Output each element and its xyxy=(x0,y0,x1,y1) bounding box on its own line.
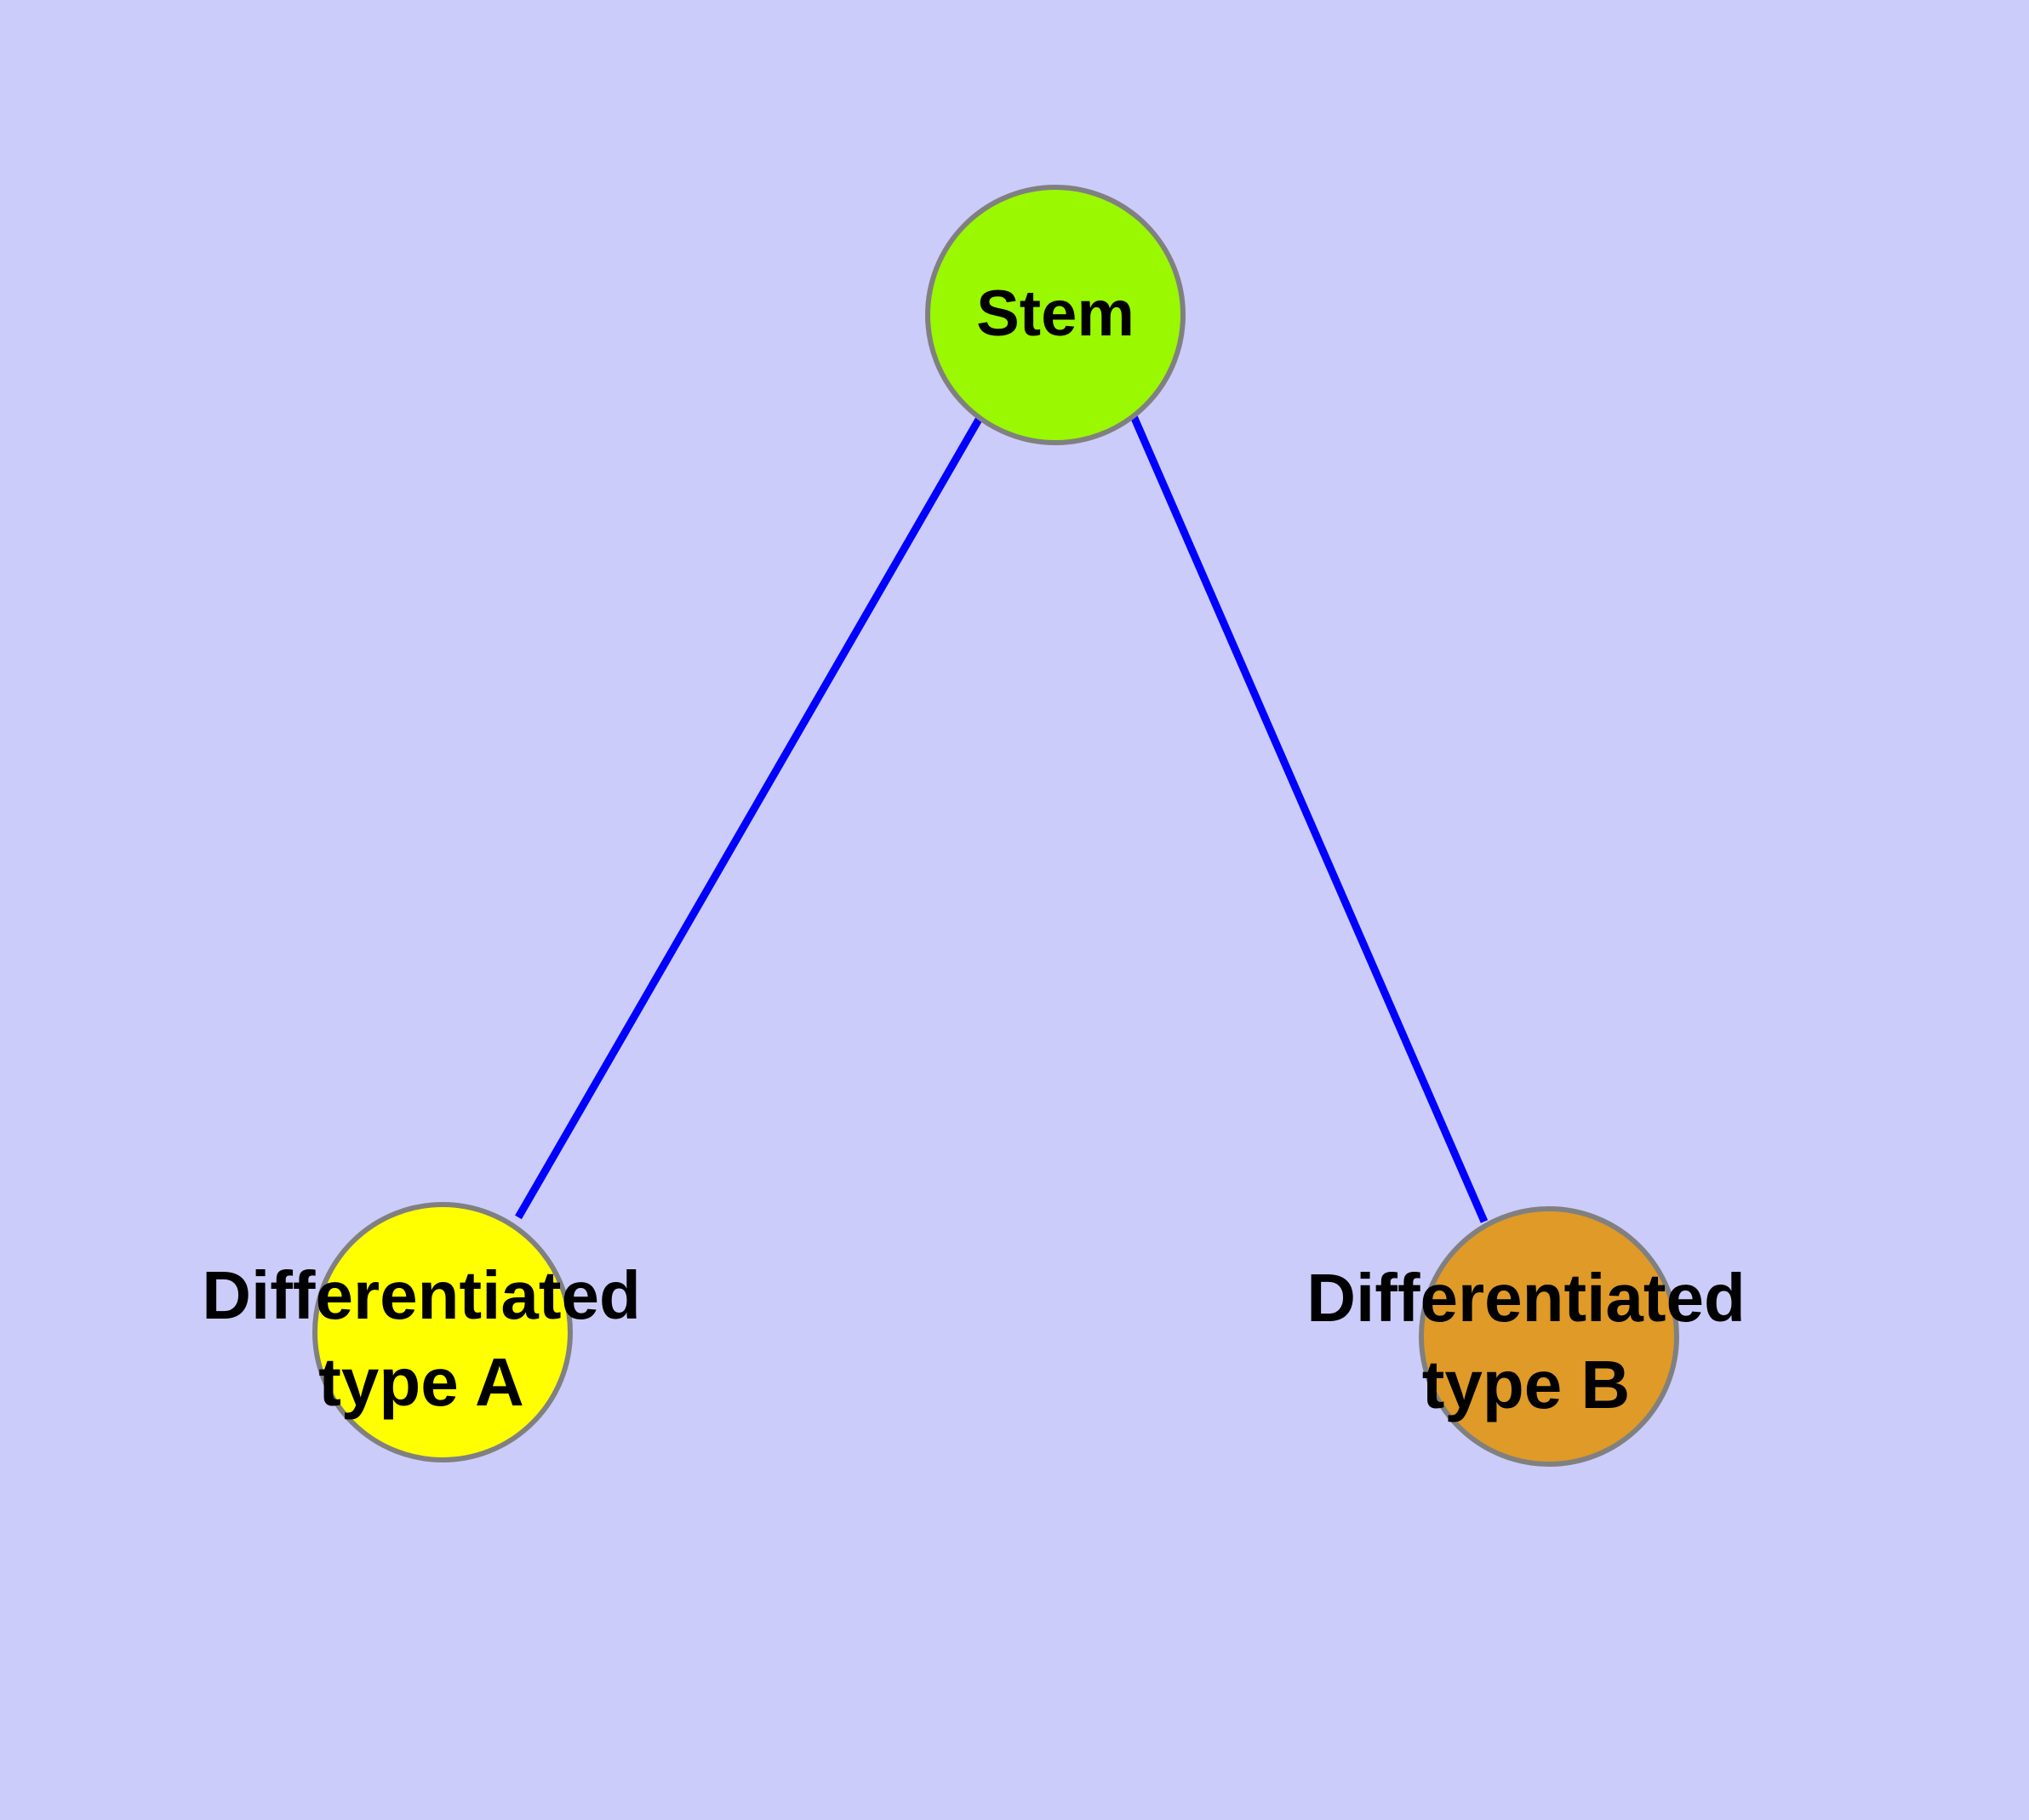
node-stem[interactable]: Stem xyxy=(925,185,1186,445)
node-diff-a-circle[interactable] xyxy=(312,1202,573,1462)
node-diff-b-label-line1: Differentiated xyxy=(1306,1260,1746,1336)
node-stem-label: Stem xyxy=(976,278,1135,350)
node-diff-b-circle[interactable] xyxy=(1419,1206,1679,1467)
edge-layer xyxy=(515,415,1489,1223)
node-diff-a[interactable]: Differentiated type A xyxy=(202,1202,641,1462)
edge-stem-to-diff-a[interactable] xyxy=(515,415,983,1220)
node-diff-b[interactable]: Differentiated type B xyxy=(1306,1206,1746,1467)
node-diff-a-label-line1: Differentiated xyxy=(202,1257,641,1333)
node-stem-circle[interactable] xyxy=(925,185,1186,445)
edge-stem-to-diff-b[interactable] xyxy=(1129,415,1489,1223)
node-layer: Stem Differentiated type A Differentiate… xyxy=(202,185,1746,1467)
node-diff-b-label-line2: type B xyxy=(1422,1347,1631,1422)
node-diff-a-label-line2: type A xyxy=(318,1344,524,1420)
